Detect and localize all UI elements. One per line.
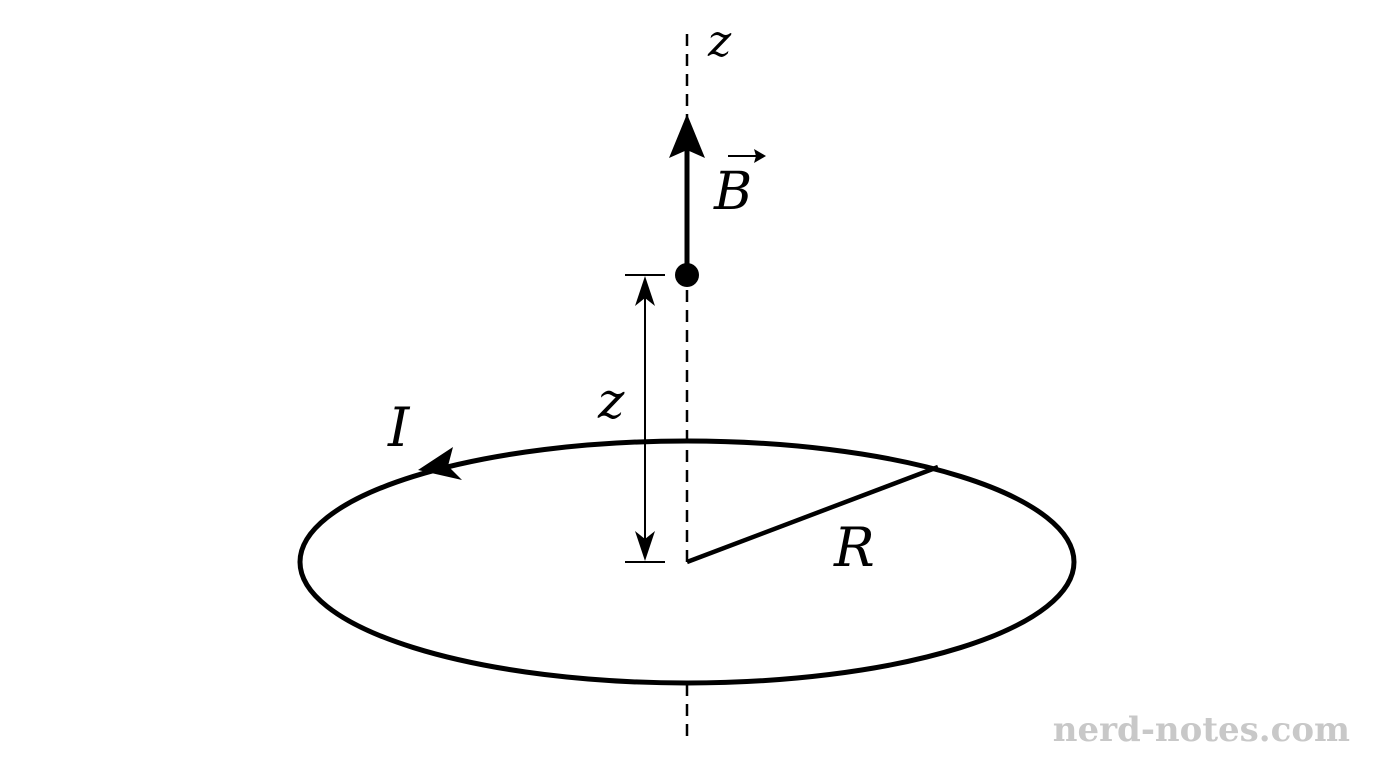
- dimension-arrow-up: [635, 276, 655, 306]
- watermark: nerd-notes.com: [1053, 710, 1350, 750]
- current-direction-arrowhead: [418, 447, 462, 480]
- field-point: [675, 263, 699, 287]
- field-label-letter: B: [713, 162, 752, 222]
- field-label: B: [713, 149, 766, 222]
- vector-overline-arrowhead: [754, 149, 766, 163]
- radius-label: R: [833, 516, 875, 579]
- current-label: I: [387, 396, 411, 459]
- b-vector-arrowhead: [669, 114, 705, 158]
- radius-line: [686, 464, 939, 565]
- current-loop: [297, 438, 1077, 686]
- axis-label: z: [707, 16, 732, 67]
- dimension-arrow-down: [635, 531, 655, 561]
- distance-label: z: [597, 372, 625, 430]
